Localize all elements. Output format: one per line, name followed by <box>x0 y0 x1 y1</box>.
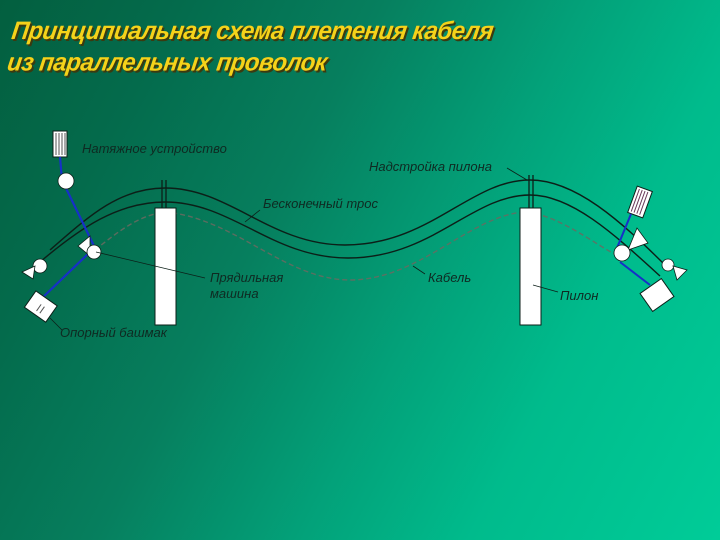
right-anchor-shoe <box>639 277 675 313</box>
left-anchor-shoe <box>23 290 58 323</box>
label-anchor-shoe: Опорный башмак <box>60 325 167 340</box>
leader-anchor-shoe <box>49 317 63 331</box>
left-pylon-superstructure <box>161 180 167 210</box>
endless-rope-lower <box>39 194 661 277</box>
leader-superstructure <box>506 167 528 181</box>
label-tensioner: Натяжное устройство <box>82 141 227 156</box>
right-tensioner-device <box>627 185 653 219</box>
left-deflection-pulley <box>77 235 102 260</box>
right-rope-pulley <box>661 258 688 281</box>
label-pylon-superstructure: Надстройка пилона <box>369 159 492 174</box>
leader-spinning-machine <box>95 251 206 279</box>
label-endless-rope: Бесконечный трос <box>263 196 379 211</box>
left-tensioner-device <box>52 130 68 158</box>
left-rope-pulley <box>21 258 48 280</box>
right-deflection-pulley <box>613 227 649 262</box>
label-spinning-machine-2: машина <box>210 286 259 301</box>
label-pylon: Пилон <box>560 288 599 303</box>
endless-rope-upper <box>49 179 669 269</box>
left-pylon <box>154 207 177 326</box>
right-pylon <box>519 207 542 326</box>
label-cable: Кабель <box>428 270 472 285</box>
left-tension-pulley <box>57 172 75 190</box>
label-spinning-machine-1: Прядильная <box>210 270 284 285</box>
leader-cable <box>412 265 426 275</box>
right-pylon-superstructure <box>528 175 534 210</box>
leader-pylon <box>532 284 559 293</box>
leader-endless-rope <box>244 209 261 223</box>
